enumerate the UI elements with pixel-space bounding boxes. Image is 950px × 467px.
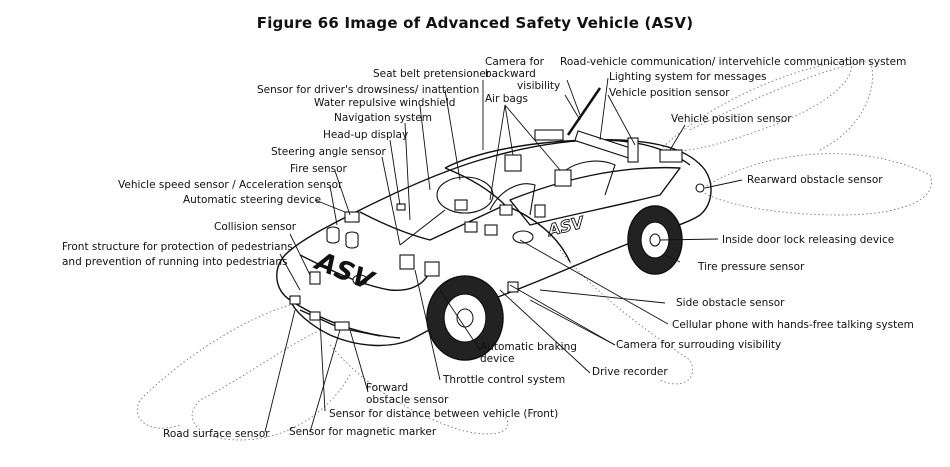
hood-line: [299, 254, 431, 292]
lighting-bar: [574, 130, 636, 160]
label-distance-sensor-front: Sensor for distance between vehicle (Fro…: [329, 408, 559, 420]
label-rearward-obstacle: Rearward obstacle sensor: [747, 174, 883, 186]
mid-box-1: [499, 204, 513, 216]
label-throttle-control: Throttle control system: [443, 374, 566, 386]
door-line: [504, 204, 571, 263]
label-front-structure-2: and prevention of running into pedestria…: [62, 256, 288, 268]
label-head-up-display: Head-up display: [323, 129, 409, 141]
cylinder-sensors: [326, 183, 705, 286]
side-zone: [559, 249, 694, 385]
label-collision-sensor: Collision sensor: [214, 221, 297, 233]
label-automatic-braking-2: device: [480, 353, 515, 365]
label-front-structure-1: Front structure for protection of pedest…: [62, 241, 293, 253]
mid-box-2: [534, 204, 546, 218]
label-vehicle-position-2: Vehicle position sensor: [671, 113, 792, 125]
label-side-obstacle: Side obstacle sensor: [676, 297, 785, 309]
rear-wave-zone: [689, 59, 873, 151]
rear-radar-zone: [699, 153, 932, 216]
label-fire-sensor: Fire sensor: [290, 163, 347, 175]
car-outline: [276, 139, 712, 347]
front-sensor-2: [309, 311, 321, 321]
label-water-windshield: Water repulsive windshield: [314, 97, 456, 109]
label-camera-backward-2: backward: [485, 68, 536, 80]
steering-column: [399, 209, 446, 246]
throttle-box: [424, 261, 440, 277]
dash-box-2: [464, 221, 478, 233]
figure-title: Figure 66 Image of Advanced Safety Vehic…: [256, 14, 694, 32]
hood-logo: ASV: [309, 246, 379, 297]
front-radar-zone: [191, 329, 351, 441]
label-camera-backward-1: Camera for: [485, 56, 544, 68]
label-automatic-steering: Automatic steering device: [183, 194, 322, 206]
roof-sensor-1: [534, 129, 564, 141]
label-drowsiness-sensor: Sensor for driver's drowsiness/ inattent…: [257, 84, 480, 96]
label-seat-belt-pretensioner: Seat belt pretensioner: [373, 68, 491, 80]
label-road-surface-sensor: Road surface sensor: [163, 428, 270, 440]
door-logo: ASV: [544, 212, 587, 240]
label-inside-door-lock: Inside door lock releasing device: [722, 234, 895, 246]
leader-lines: [264, 77, 743, 433]
front-grille-sensor: [334, 321, 350, 331]
label-steering-angle-sensor: Steering angle sensor: [271, 146, 386, 158]
label-tire-pressure: Tire pressure sensor: [698, 261, 805, 273]
label-vehicle-speed-sensor: Vehicle speed sensor / Acceleration sens…: [118, 179, 343, 191]
label-drive-recorder: Drive recorder: [592, 366, 668, 378]
seat-front: [489, 183, 536, 216]
label-camera-backward-3: visibility: [517, 80, 561, 92]
label-road-vehicle-comm: Road-vehicle communication/ intervehicle…: [560, 56, 907, 68]
side-box: [659, 149, 683, 163]
label-vehicle-position-1: Vehicle position sensor: [609, 87, 730, 99]
steering-wheel: [436, 176, 494, 214]
camera-pole: [566, 87, 602, 136]
braking-box: [399, 254, 415, 270]
label-forward-obstacle-2: obstacle sensor: [366, 394, 449, 406]
label-air-bags: Air bags: [485, 93, 528, 105]
rear-top-zone: [659, 59, 852, 152]
windshield: [359, 167, 506, 241]
bumper-front: [289, 299, 401, 339]
label-automatic-braking-1: Automatic braking: [480, 341, 577, 353]
hud-mark: [396, 203, 406, 211]
airbag-box-1: [504, 154, 522, 172]
label-navigation-system: Navigation system: [334, 112, 432, 124]
navigation-box: [454, 199, 468, 211]
rear-position-sensor: [627, 137, 639, 163]
front-wheel: [426, 275, 504, 361]
label-lighting-messages: Lighting system for messages: [609, 71, 767, 83]
label-cellular-phone: Cellular phone with hands-free talking s…: [672, 319, 914, 331]
detection-zones: [137, 59, 932, 441]
sensor-cube-1: [344, 211, 360, 223]
dash-box-1: [484, 224, 498, 236]
sensor-cube-2: [309, 271, 321, 285]
front-left-zone: [137, 304, 291, 429]
label-forward-obstacle-1: Forward: [366, 382, 409, 394]
front-sensor-1: [289, 295, 301, 305]
airbag-box-2: [554, 169, 572, 187]
label-camera-surrounding: Camera for surrouding visibility: [616, 339, 782, 351]
label-magnetic-marker-sensor: Sensor for magnetic marker: [289, 426, 437, 438]
interior: [399, 160, 616, 246]
